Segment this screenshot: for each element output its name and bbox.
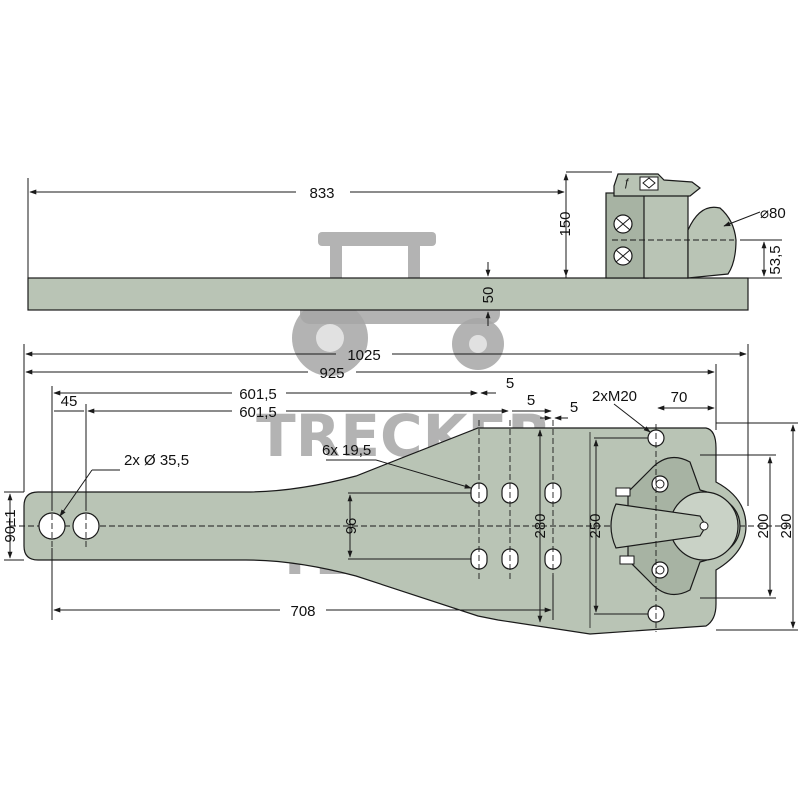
dim-5-a: 5 [506, 375, 514, 392]
dim-833: 833 [309, 185, 334, 202]
drawbar-outline [23, 427, 747, 635]
dim-2xM20: 2xM20 [592, 388, 637, 405]
dim-53-5: 53,5 [767, 245, 784, 274]
dim-601-5-top: 601,5 [239, 386, 277, 403]
hitch-head-side: ƒ [605, 173, 737, 279]
side-view: ƒ 833 150 50 ⌀80 53,5 [27, 171, 786, 326]
dim-925: 925 [319, 365, 344, 382]
dim-90-1: 90±1 [2, 509, 19, 542]
dim-200: 200 [755, 513, 772, 538]
top-view: 1025 925 601,5 601,5 45 5 5 5 2xM20 [2, 344, 798, 635]
dim-ball-diameter: ⌀80 [760, 205, 786, 222]
dim-708: 708 [290, 603, 315, 620]
dim-290: 290 [778, 513, 795, 538]
hitch-head-top [610, 424, 741, 632]
side-view-bar [27, 277, 749, 311]
dim-50: 50 [480, 287, 497, 304]
dim-280: 280 [532, 513, 549, 538]
dim-2x-35-5: 2x Ø 35,5 [124, 452, 189, 469]
dim-96: 96 [343, 518, 360, 535]
dim-5-b: 5 [527, 392, 535, 409]
svg-text:ƒ: ƒ [624, 177, 630, 189]
dim-250: 250 [587, 513, 604, 538]
dim-6x-19-5: 6x 19,5 [322, 442, 371, 459]
mounting-slots [470, 420, 562, 580]
dim-45: 45 [61, 393, 78, 410]
dim-601-5-bottom: 601,5 [239, 404, 277, 421]
dim-70: 70 [671, 389, 688, 406]
dim-150: 150 [557, 211, 574, 236]
dim-5-c: 5 [570, 399, 578, 416]
dim-1025: 1025 [347, 347, 380, 364]
